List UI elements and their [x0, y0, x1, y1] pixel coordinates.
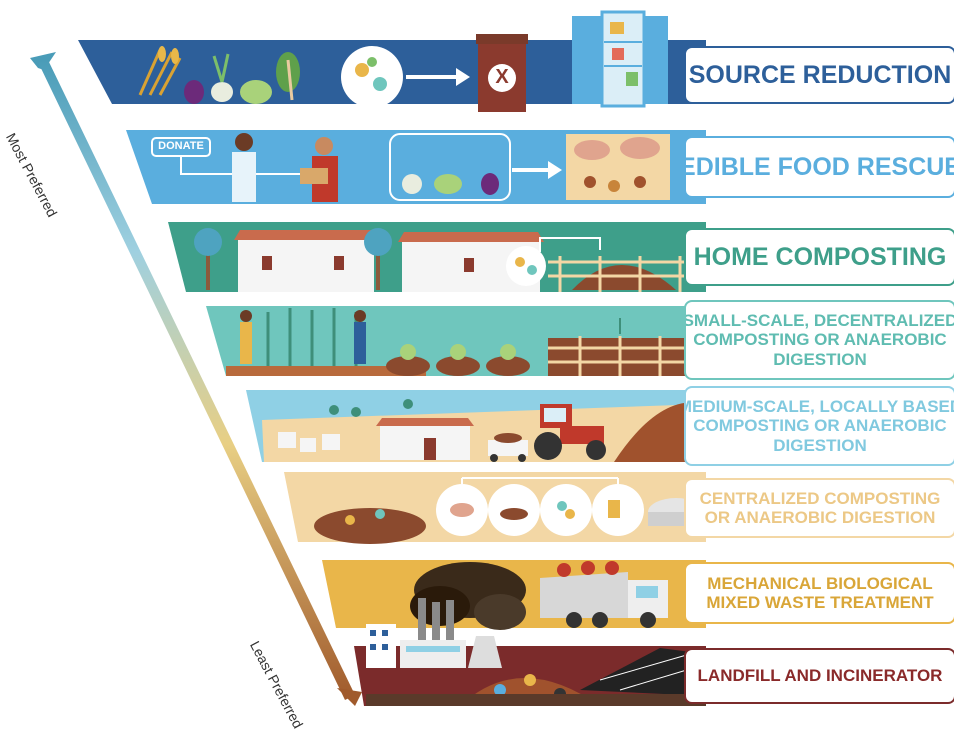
label-source-reduction: SOURCE REDUCTION [684, 46, 954, 104]
label-line: DIGESTION [773, 349, 867, 369]
label-landfill: LANDFILL AND INCINERATOR [684, 648, 954, 704]
label-line: EDIBLE FOOD RESCUE [684, 153, 954, 181]
label-line: MECHANICAL BIOLOGICAL [707, 573, 933, 593]
label-line: COMPOSTING OR ANAEROBIC [693, 416, 947, 436]
waste-hierarchy-diagram: Most Preferred Least Preferred [3, 10, 954, 731]
label-line: MEDIUM-SCALE, LOCALLY BASED [684, 397, 954, 417]
label-line: HOME COMPOSTING [693, 243, 947, 271]
label-mechanical: MECHANICAL BIOLOGICAL MIXED WASTE TREATM… [684, 562, 954, 624]
label-home-composting: HOME COMPOSTING [684, 228, 954, 286]
label-medium-scale: MEDIUM-SCALE, LOCALLY BASED COMPOSTING O… [684, 386, 954, 466]
label-line: LANDFILL AND INCINERATOR [697, 666, 943, 686]
label-edible-food-rescue: EDIBLE FOOD RESCUE [684, 136, 954, 198]
donate-tag-text: DONATE [158, 140, 204, 152]
bin-x-mark: X [495, 66, 509, 88]
label-line: MIXED WASTE TREATMENT [706, 593, 934, 612]
label-line: SOURCE REDUCTION [688, 61, 952, 89]
label-line: SMALL-SCALE, DECENTRALIZED [684, 311, 954, 331]
label-line: DIGESTION [773, 435, 867, 455]
label-line: COMPOSTING OR ANAEROBIC [693, 330, 947, 350]
label-centralized: CENTRALIZED COMPOSTING OR ANAEROBIC DIGE… [684, 478, 954, 538]
label-line: CENTRALIZED COMPOSTING [699, 488, 941, 508]
label-line: OR ANAEROBIC DIGESTION [704, 508, 936, 527]
label-small-scale: SMALL-SCALE, DECENTRALIZED COMPOSTING OR… [684, 300, 954, 380]
